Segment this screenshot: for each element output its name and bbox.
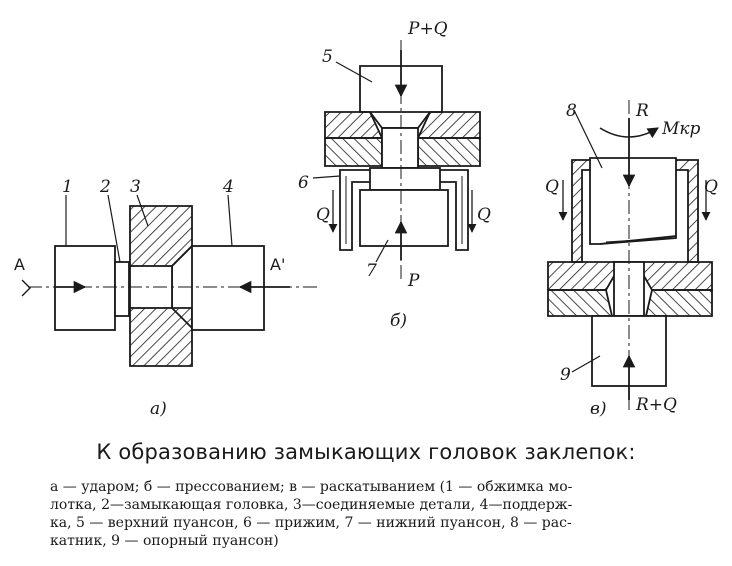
label-b-force-top: P+Q: [407, 19, 448, 39]
rivet-diagram: 1 2 3 4 А А' а) P+Q 5 6 Q Q 7 P б) 8 R М…: [14, 19, 718, 419]
label-b-7: 7: [366, 261, 377, 281]
label-b-6: 6: [298, 173, 309, 193]
label-c-moment: Мкр: [661, 119, 701, 139]
closing-head-2: [114, 261, 130, 317]
clamp-sleeve-6: [339, 169, 469, 251]
roller-8: [589, 157, 677, 245]
hammer-die-1: [54, 245, 116, 331]
caption-line: лотка, 2—замыкающая головка, 3—соединяем…: [50, 497, 573, 513]
label-a-4: 4: [222, 177, 234, 197]
backing-tool-4: [191, 245, 265, 331]
lower-punch-7: [359, 189, 449, 247]
label-b-force-bottom: P: [407, 271, 420, 291]
label-sub-b: б): [390, 311, 407, 331]
caption-line: а — ударом; б — прессованием; в — раскат…: [50, 479, 573, 495]
label-c-force-bottom: R+Q: [635, 395, 677, 415]
label-a-2: 2: [99, 177, 111, 197]
figure-a: [21, 194, 318, 367]
caption-title: К образованию замыкающих головок заклепо…: [96, 440, 636, 464]
label-c-q-right: Q: [704, 177, 718, 197]
label-b-q-right: Q: [477, 205, 491, 225]
label-c-q-left: Q: [545, 177, 559, 197]
label-c-9: 9: [560, 365, 571, 385]
label-sub-a: а): [150, 399, 167, 419]
label-sub-c: в): [590, 399, 607, 419]
lower-plate-c: [547, 289, 614, 317]
label-c-force-top: R: [635, 101, 649, 121]
label-section-a: А: [14, 255, 25, 274]
caption-line: ка, 5 — верхний пуансон, 6 — прижим, 7 —…: [50, 515, 572, 531]
lower-plate-b: [324, 137, 383, 167]
rivet-shank-b: [381, 127, 419, 169]
label-b-q-left: Q: [316, 205, 330, 225]
label-b-5: 5: [322, 47, 333, 67]
caption-line: катник, 9 — опорный пуансон): [50, 533, 279, 549]
label-a-3: 3: [130, 177, 141, 197]
figure-b: [312, 40, 481, 282]
label-c-8: 8: [566, 101, 577, 121]
label-section-a-prime: А': [270, 255, 285, 274]
caption-text: а — ударом; б — прессованием; в — раскат…: [50, 478, 690, 550]
figure-c: [547, 100, 713, 410]
label-a-1: 1: [62, 177, 73, 197]
